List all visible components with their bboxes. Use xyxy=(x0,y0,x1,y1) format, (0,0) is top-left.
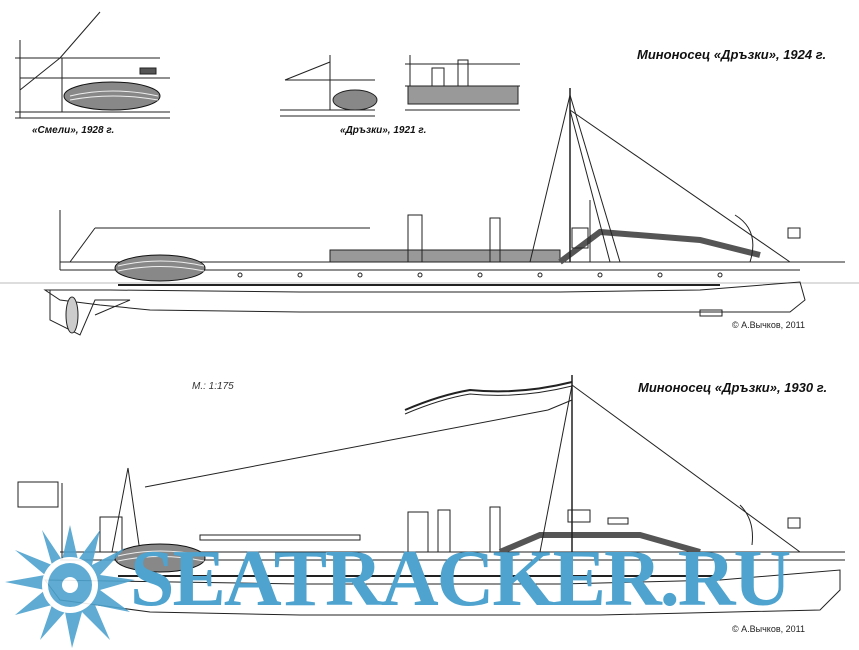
ship-1930-drawing xyxy=(17,375,845,616)
top-ship-title: Миноносец «Дръзки», 1924 г. xyxy=(637,47,827,62)
watermark-starburst-logo xyxy=(5,525,135,648)
inset-druzki-1921-drawing xyxy=(280,55,520,117)
watermark-text: SEATRACKER.RU xyxy=(130,535,791,623)
scale-label: М.: 1:175 xyxy=(192,381,234,392)
ship-1924-drawing xyxy=(0,88,859,336)
inset-smeli-drawing xyxy=(15,11,170,119)
copyright-top: © А.Вычков, 2011 xyxy=(732,320,805,330)
inset-smeli-caption: «Смели», 1928 г. xyxy=(32,125,115,136)
copyright-bottom: © А.Вычков, 2011 xyxy=(732,624,805,634)
bottom-ship-title: Миноносец «Дръзки», 1930 г. xyxy=(638,380,828,395)
inset-druzki-caption: «Дръзки», 1921 г. xyxy=(340,125,427,136)
